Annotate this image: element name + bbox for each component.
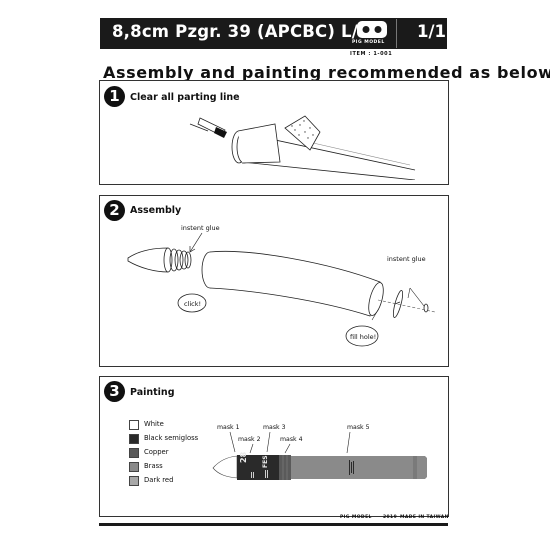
step-3-panel xyxy=(99,376,449,517)
mask-4-label: mask 4 xyxy=(280,436,303,443)
main-heading: Assembly and painting recommended as bel… xyxy=(103,63,550,82)
caliber-marking: 28 xyxy=(239,451,248,463)
glue-note-right: instent glue xyxy=(387,255,426,263)
swatch-dark-red xyxy=(129,476,139,486)
footer-brand: PIG MODEL xyxy=(340,515,372,520)
legend-dark-red: Dark red xyxy=(144,476,174,484)
header-bar xyxy=(100,18,447,49)
swatch-brass xyxy=(129,462,139,472)
swatch-black-semigloss xyxy=(129,434,139,444)
footer-made-in: MADE IN TAIWAN xyxy=(400,515,449,520)
glue-note-left: instent glue xyxy=(181,224,220,232)
mask-3-label: mask 3 xyxy=(263,424,286,431)
fes-marking: FES xyxy=(262,455,269,468)
step-1-number: 1 xyxy=(104,86,125,107)
mask-2-label: mask 2 xyxy=(238,436,261,443)
legend-brass: Brass xyxy=(144,462,163,470)
legend-black-semigloss: Black semigloss xyxy=(144,434,199,442)
step-1-title: Clear all parting line xyxy=(130,92,240,103)
footer-bar xyxy=(99,523,448,526)
legend-white: White xyxy=(144,420,164,428)
legend-copper: Copper xyxy=(144,448,169,456)
sheet-number: 1/1 xyxy=(417,22,446,41)
footer-year: 2019 xyxy=(383,515,398,520)
step-1-illustration xyxy=(189,115,416,180)
pig-model-logo-icon xyxy=(357,21,387,38)
mask-5-label: mask 5 xyxy=(347,424,370,431)
swatch-white xyxy=(129,420,139,430)
fill-hole-note: fill hole! xyxy=(350,333,377,341)
header-title: 8,8cm Pzgr. 39 (APCBC) L/56 xyxy=(112,22,382,41)
painted-shell-illustration xyxy=(212,431,427,480)
header-divider xyxy=(396,19,397,48)
step-3-title: Painting xyxy=(130,387,175,398)
step-2-illustration xyxy=(127,232,436,347)
mask-1-label: mask 1 xyxy=(217,424,240,431)
swatch-copper xyxy=(129,448,139,458)
step-3-number: 3 xyxy=(104,381,125,402)
logo-text: PIG MODEL xyxy=(352,40,385,45)
item-code: ITEM : 1-001 xyxy=(350,51,393,57)
click-note: click! xyxy=(184,300,202,308)
step-2-title: Assembly xyxy=(130,205,182,216)
step-2-number: 2 xyxy=(104,200,125,221)
